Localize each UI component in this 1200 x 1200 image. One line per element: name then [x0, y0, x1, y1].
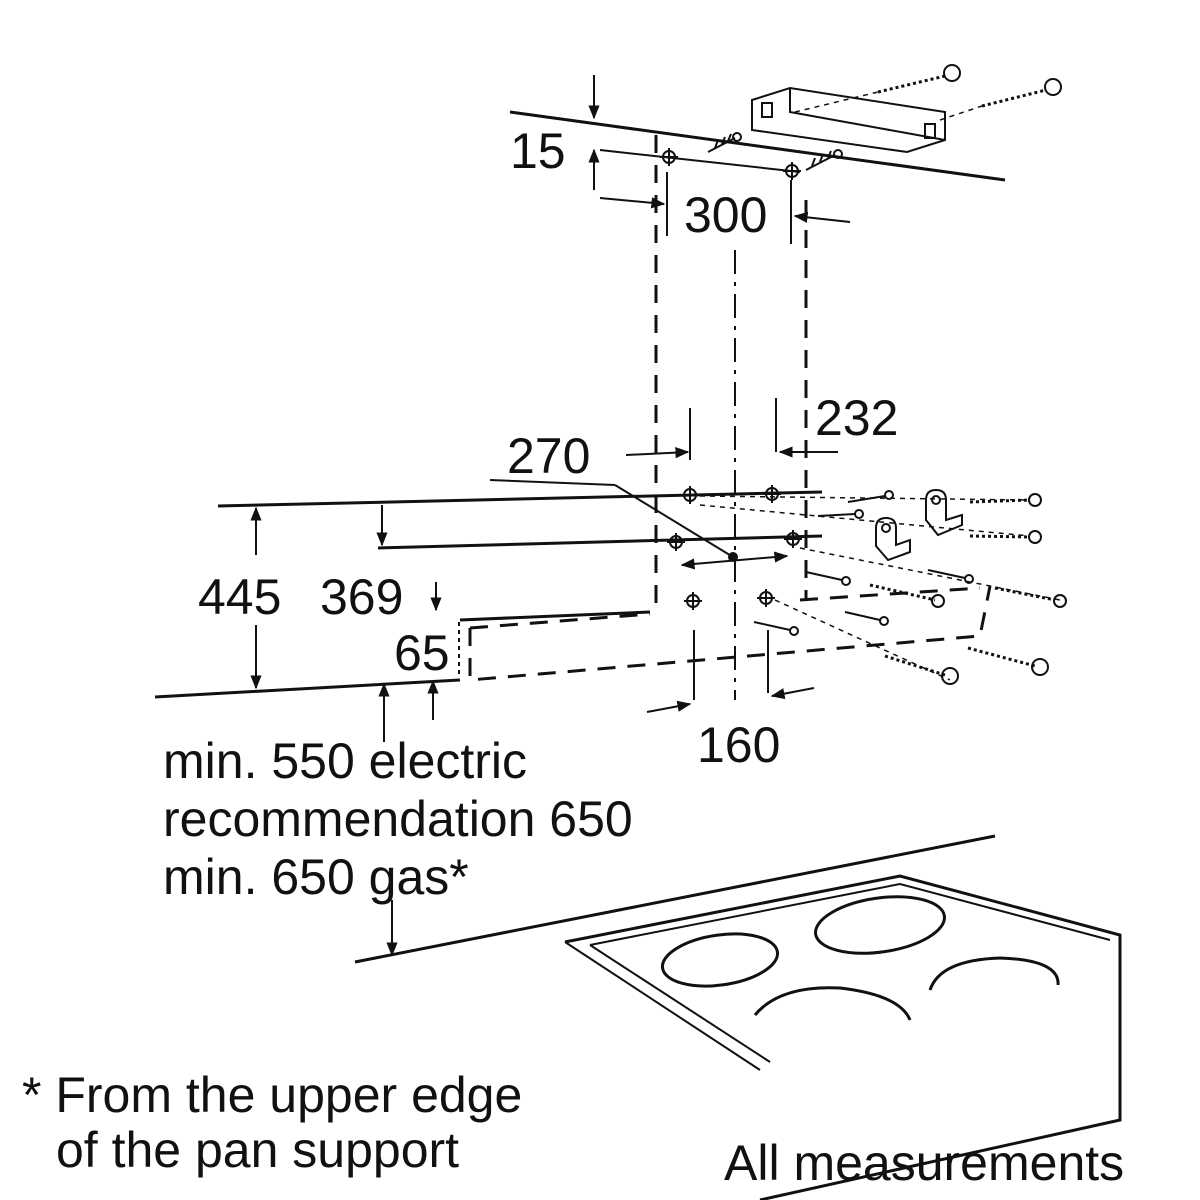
wall-screw-icon — [869, 583, 945, 608]
wall-drill-hole — [784, 530, 802, 548]
wall-line-65 — [459, 610, 651, 622]
ceiling-screw-icon — [794, 64, 961, 113]
wall-hook-icon — [875, 516, 911, 562]
worktop-edge — [354, 834, 996, 964]
wall-drill-hole — [684, 592, 702, 610]
wall-screw-icon — [884, 654, 959, 685]
wall-drill-hole — [757, 589, 775, 607]
dim-300-arrow-left — [599, 197, 666, 209]
fixing-leader — [699, 504, 1031, 537]
footnote-line-2: of the pan support — [56, 1122, 459, 1178]
cooktop-burner — [660, 932, 780, 988]
wall-screw-icon — [967, 646, 1049, 676]
dim-inner-arrow — [680, 551, 789, 570]
wall-drill-hole — [667, 533, 685, 551]
dimension-160-label: 160 — [697, 717, 780, 773]
measurement-units-caption: All measurements — [724, 1135, 1124, 1191]
hood-outline — [468, 585, 992, 682]
wall-dowel-icon — [927, 569, 974, 584]
footnote-line-1: * From the upper edge — [22, 1067, 522, 1123]
wall-hook-icon — [925, 488, 963, 537]
wall-drill-hole — [681, 486, 699, 504]
wall-dowel-icon — [753, 621, 799, 636]
wall-dowel-icon — [847, 490, 894, 503]
ceiling-line — [509, 110, 1006, 182]
hood-outline-back — [799, 586, 981, 602]
dimension-270-label: 270 — [507, 428, 590, 484]
drill-hole-reference-line — [599, 149, 801, 173]
dim-160-arrow-left — [646, 700, 692, 713]
height-note-recommendation: recommendation 650 — [163, 791, 633, 847]
dimension-300-label: 300 — [684, 187, 767, 243]
wall-screw-icon — [969, 530, 1042, 544]
dimension-15-label: 15 — [510, 123, 566, 179]
dimension-369-label: 369 — [320, 569, 403, 625]
height-note-gas: min. 650 gas* — [163, 849, 469, 905]
ceiling-dowel-icon — [805, 149, 843, 171]
height-note-electric: min. 550 electric — [163, 733, 527, 789]
wall-line-upper — [217, 490, 823, 508]
dimension-232-label: 232 — [815, 390, 898, 446]
wall-screw-icon — [969, 493, 1042, 507]
dim-270-leader — [489, 479, 616, 486]
dim-300-arrow-right — [793, 211, 851, 223]
dim-160-arrow-right — [770, 687, 815, 700]
wall-screw-icon — [994, 586, 1067, 608]
dim-270-arrow — [625, 447, 690, 459]
ceiling-screw-icon — [939, 78, 1062, 121]
ceiling-bracket — [751, 86, 946, 154]
wall-drill-hole — [763, 485, 781, 503]
wall-line-369 — [377, 534, 823, 550]
dimension-445-label: 445 — [198, 569, 281, 625]
wall-line-lower — [154, 678, 461, 699]
cooktop-burner — [928, 956, 1060, 991]
wall-dowel-icon — [844, 611, 889, 626]
cooktop-burner — [753, 986, 912, 1021]
cooktop-burner — [814, 895, 946, 955]
cooktop-hob — [564, 874, 1122, 1200]
ceiling-dowel-icon — [707, 132, 742, 153]
fixing-leader — [774, 599, 951, 681]
fixing-leader — [799, 547, 1061, 601]
wall-dowel-icon — [805, 571, 851, 586]
dimension-65-label: 65 — [394, 625, 450, 681]
wall-dowel-icon — [817, 509, 864, 519]
